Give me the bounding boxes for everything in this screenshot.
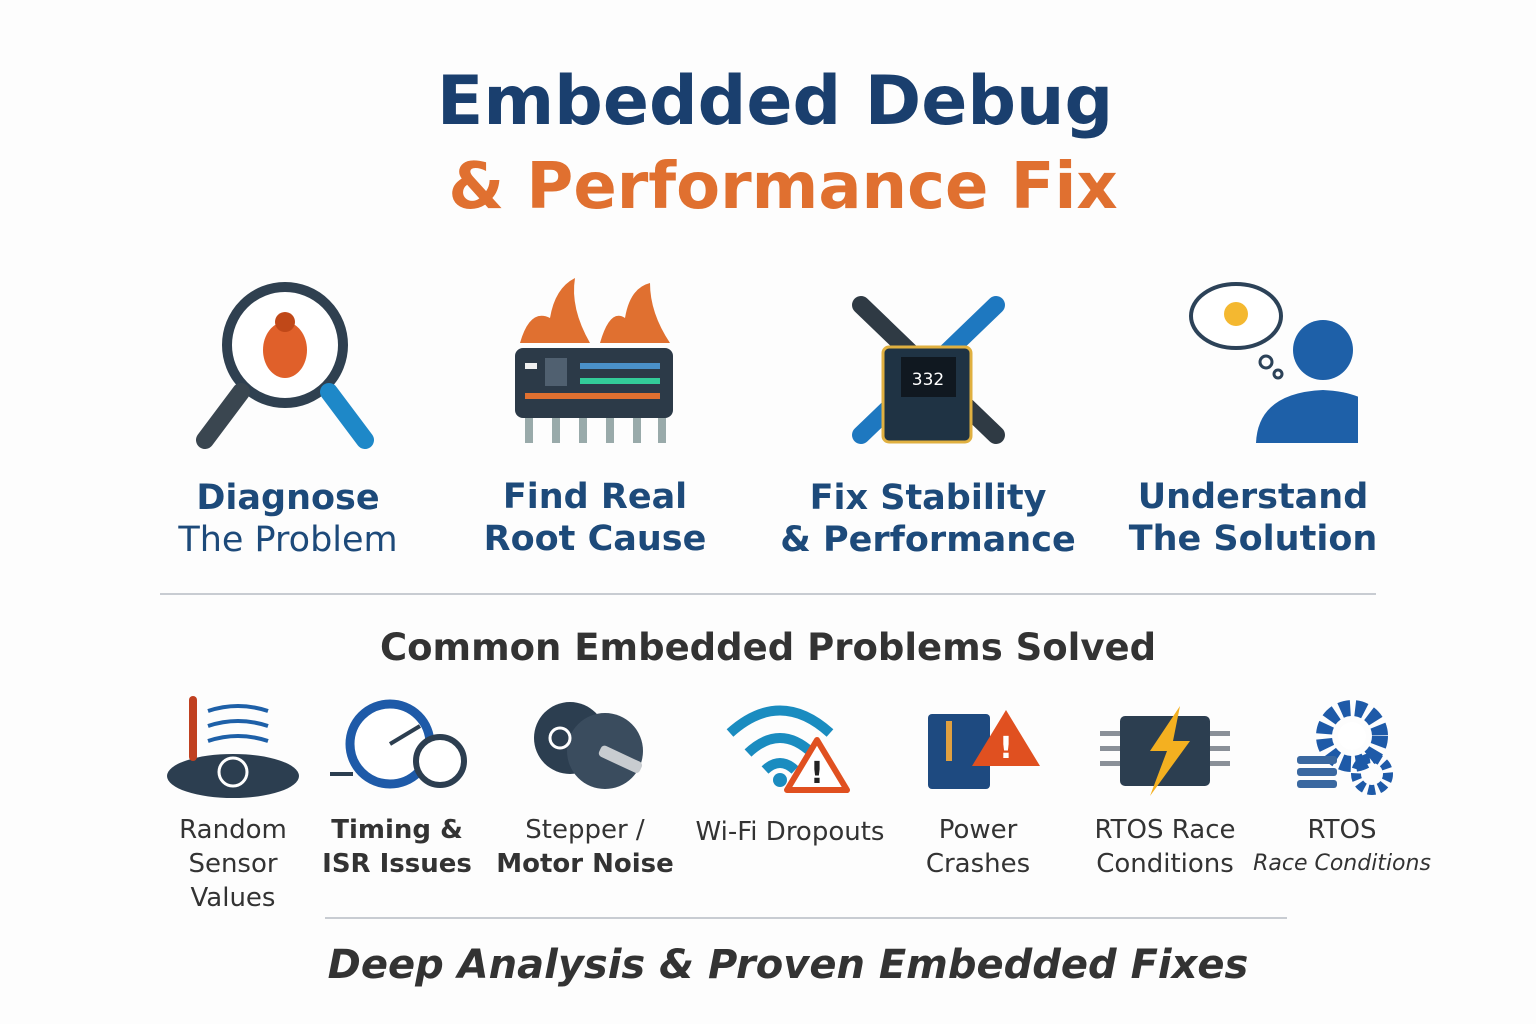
problem-timing: Timing & ISR Issues <box>307 696 487 881</box>
problem-label: Race Conditions <box>1253 851 1431 876</box>
problem-label: Conditions <box>1096 849 1234 879</box>
problem-wifi: ! Wi-Fi Dropouts <box>690 698 890 849</box>
step-diagnose: Diagnose The Problem <box>138 280 438 561</box>
step-subtitle: & Performance <box>780 520 1076 560</box>
problems-heading: Common Embedded Problems Solved <box>379 626 1157 669</box>
problem-label: RTOS <box>1307 815 1377 845</box>
person-idea-icon <box>1189 282 1358 443</box>
problem-motor: Stepper / Motor Noise <box>495 696 675 881</box>
problem-label: Crashes <box>925 849 1031 879</box>
problem-label: ISR Issues <box>322 849 472 879</box>
problem-label: Stepper / <box>525 815 645 845</box>
motor-icon <box>534 702 643 789</box>
timer-icon <box>329 699 467 789</box>
step-title: Fix Stability <box>809 478 1047 518</box>
wifi-warning-icon: ! <box>726 705 850 793</box>
step-understand: Understand The Solution <box>1103 278 1403 560</box>
problem-rtos-gear: RTOS Race Conditions <box>1252 696 1432 881</box>
problem-power: ! Power Crashes <box>888 696 1068 881</box>
step-root-cause: Find Real Root Cause <box>445 278 745 560</box>
problem-label: Sensor <box>188 849 278 879</box>
problem-label: RTOS Race <box>1094 815 1236 845</box>
sensor-icon <box>167 696 299 798</box>
problem-label: Motor Noise <box>496 849 674 879</box>
problem-label: Power <box>938 815 1018 845</box>
step-title: Diagnose <box>196 478 380 518</box>
svg-text:!: ! <box>999 731 1013 766</box>
divider <box>160 593 1376 595</box>
step-title: Understand <box>1137 477 1369 517</box>
title-line2: & Performance Fix <box>448 150 1118 224</box>
problem-label: Values <box>190 883 276 913</box>
problem-sensor: Random Sensor Values <box>143 696 323 915</box>
divider <box>325 917 1287 919</box>
problem-label: Wi-Fi Dropouts <box>695 817 885 847</box>
step-fix: 332 Fix Stability & Performance <box>778 285 1078 561</box>
problem-rtos-race: RTOS Race Conditions <box>1075 696 1255 881</box>
power-warning-icon: ! <box>928 710 1040 789</box>
gear-icon <box>1297 700 1393 795</box>
step-title: Find Real <box>502 477 688 517</box>
chip-label: 332 <box>911 370 943 390</box>
chip-lightning-icon <box>1100 706 1230 796</box>
problem-label: Random <box>179 815 287 845</box>
step-subtitle: The Problem <box>178 520 398 560</box>
wrench-chip-icon: 332 <box>851 296 1005 444</box>
burning-chip-icon <box>515 278 673 443</box>
magnifier-bug-icon <box>196 282 374 449</box>
footer-tagline: Deep Analysis & Proven Embedded Fixes <box>327 942 1249 988</box>
title-line1: Embedded Debug <box>436 62 1114 141</box>
problem-label: Timing & <box>331 815 463 845</box>
step-subtitle: The Solution <box>1128 519 1378 559</box>
step-subtitle: Root Cause <box>483 519 707 559</box>
svg-text:!: ! <box>810 756 824 791</box>
